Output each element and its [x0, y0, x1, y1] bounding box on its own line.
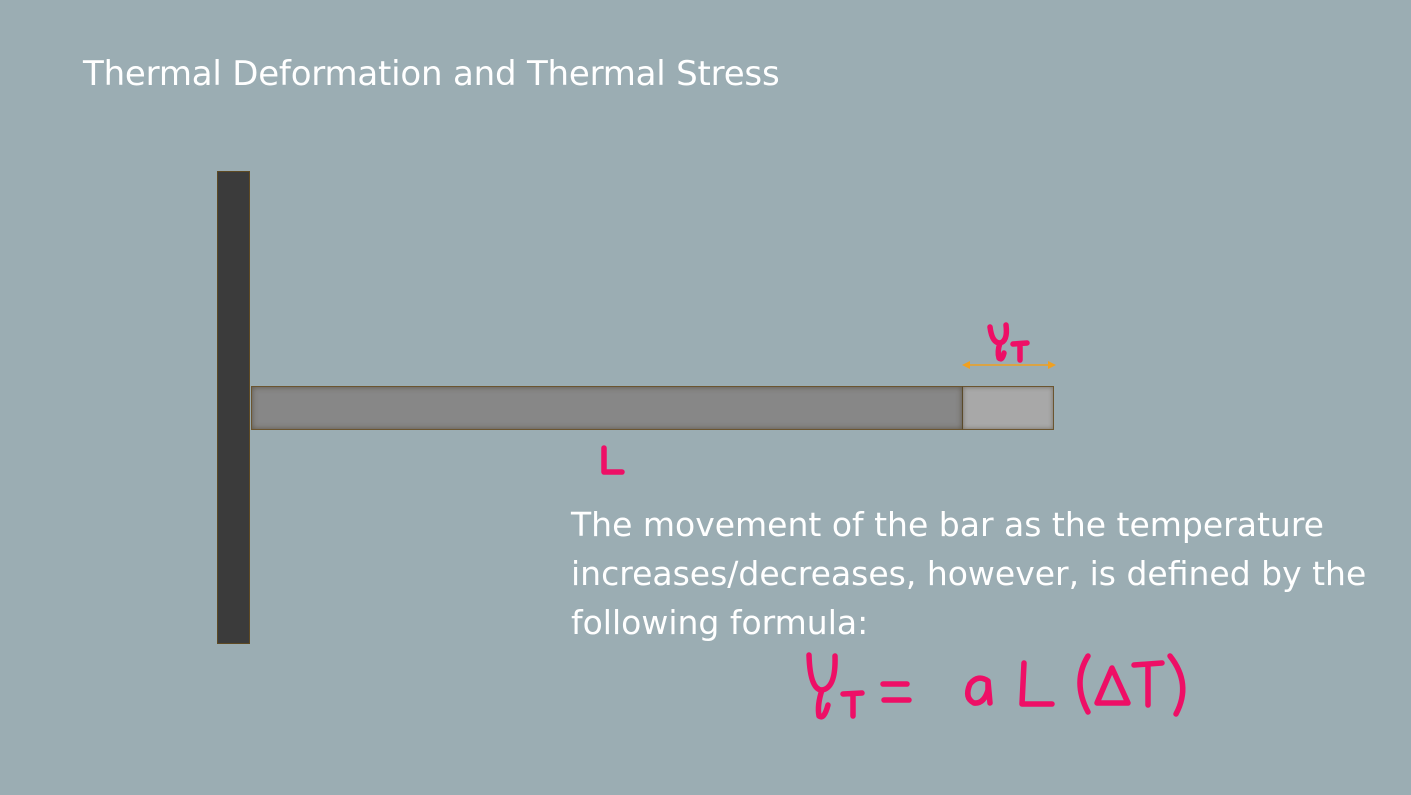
- bar-thermal-extension: [962, 386, 1054, 430]
- length-label-handwritten: [601, 445, 625, 475]
- explanation-text: The movement of the bar as the temperatu…: [571, 505, 1367, 642]
- deformation-label-handwritten: [987, 322, 1030, 363]
- thermal-deformation-formula-handwritten: [806, 652, 1186, 720]
- slide-title: Thermal Deformation and Thermal Stress: [83, 54, 780, 94]
- deformation-dimension-arrow: [962, 361, 1056, 369]
- fixed-wall-support: [217, 171, 250, 644]
- bar-original-length: [251, 386, 963, 430]
